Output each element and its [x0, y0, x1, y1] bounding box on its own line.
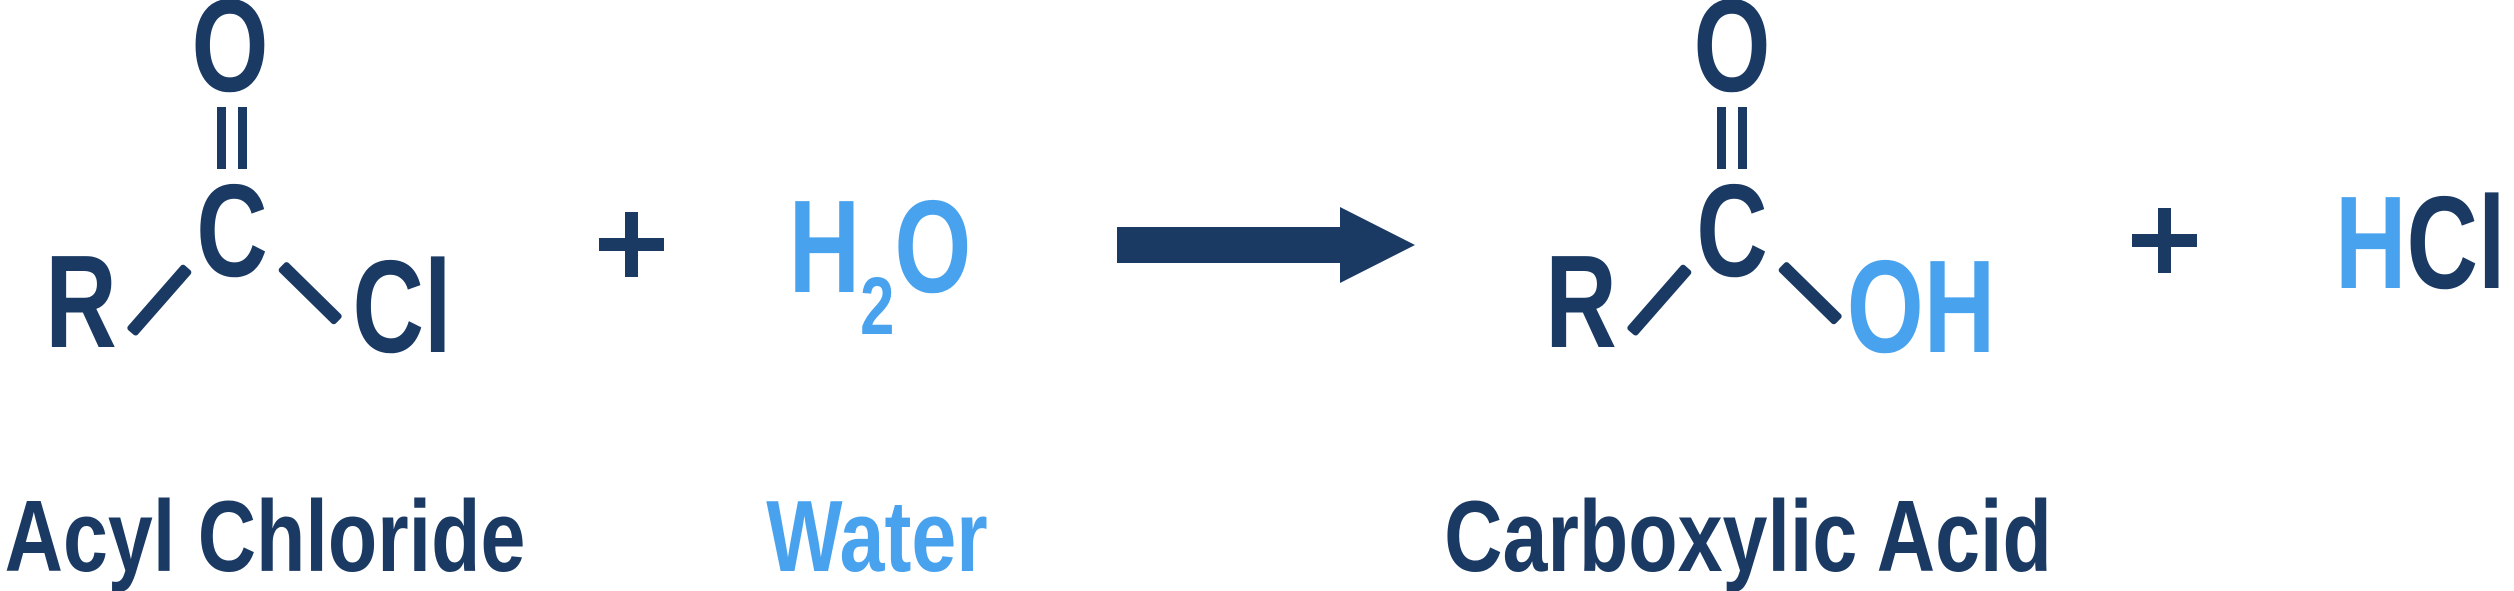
acyl-chloride-oxygen-atom: O [191, 0, 269, 119]
single-bond-c-cl [277, 260, 343, 326]
hcl-formula: HCl [2335, 177, 2505, 309]
water-label: Water [766, 481, 988, 591]
reaction-arrow-head [1340, 207, 1415, 283]
plus-vertical-bar [2158, 208, 2171, 273]
carboxylic-acid-label: Carboxylic Acid [1444, 481, 2052, 591]
carboxylic-acid-carbon-atom: C [1696, 157, 1768, 304]
reaction-arrow-shaft [1117, 227, 1340, 263]
plus-icon [2132, 208, 2197, 273]
single-bond-r-c [126, 263, 193, 337]
acyl-chloride-carbon-atom: C [196, 157, 268, 304]
plus-vertical-bar [625, 212, 638, 277]
acyl-chloride-cl-atom: Cl [352, 233, 452, 380]
carboxylic-acid-oxygen-atom: O [1693, 0, 1771, 119]
double-bond-bar [1717, 107, 1726, 169]
hcl-h: H [2335, 169, 2407, 316]
water-subscript-2: 2 [860, 261, 895, 352]
single-bond-r-c [1626, 263, 1693, 337]
water-o: O [894, 173, 972, 320]
double-bond-bar [217, 107, 226, 169]
double-bond-bar [238, 107, 247, 169]
hcl-cl: Cl [2406, 169, 2506, 316]
acyl-chloride-label: Acyl Chloride [4, 481, 526, 591]
water-formula: H2O [789, 181, 972, 348]
carboxylic-acid-oh-group: OH [1846, 233, 1996, 380]
double-bond-bar [1738, 107, 1747, 169]
single-bond-c-oh [1777, 260, 1843, 326]
carboxylic-acid-r-group: R [1545, 228, 1617, 375]
acyl-chloride-r-group: R [45, 228, 117, 375]
water-h: H [788, 173, 861, 320]
plus-icon [599, 212, 664, 277]
